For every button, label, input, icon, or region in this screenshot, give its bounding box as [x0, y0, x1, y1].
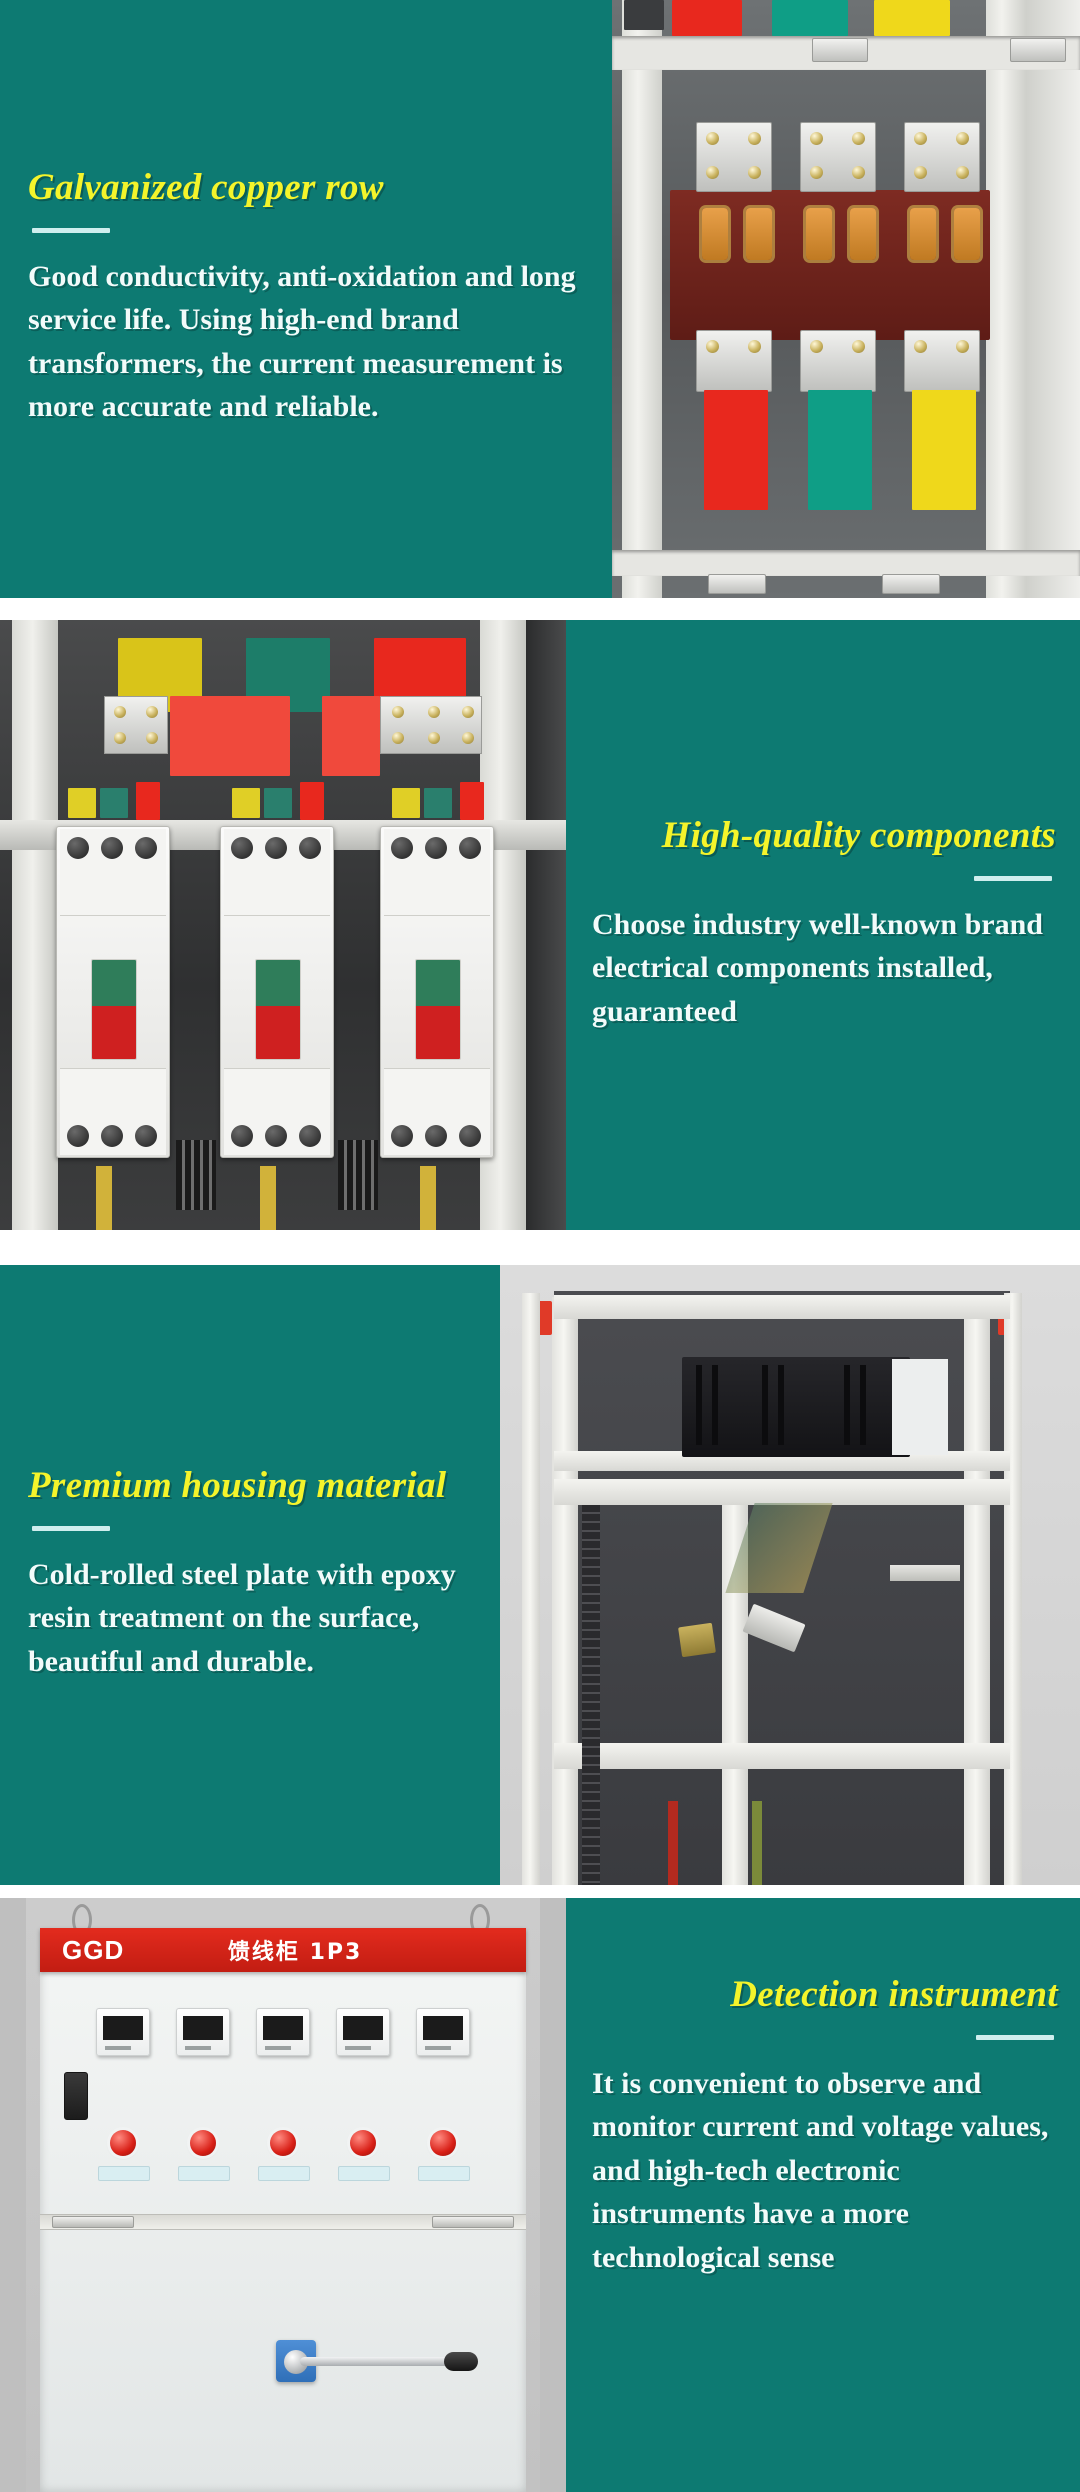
red-corner-cap — [536, 1301, 552, 1335]
breaker-status-window — [414, 959, 462, 1060]
feature-title-1: Galvanized copper row — [28, 167, 384, 209]
feature-panel-high-quality-components: High-quality components Choose industry … — [566, 620, 1080, 1230]
lamp-label-plate — [178, 2166, 230, 2181]
lamp-label-plate — [338, 2166, 390, 2181]
breaker-status-window — [90, 959, 138, 1060]
breaker-status-window — [254, 959, 302, 1060]
feature-panel-galvanized-copper-row: Galvanized copper row Good conductivity,… — [0, 0, 612, 598]
feature-row-4: GGD 馈线柜 1P3 — [0, 1898, 1080, 2492]
digital-meter[interactable] — [96, 2008, 150, 2056]
title-divider-1 — [32, 227, 110, 233]
indicator-lamp — [430, 2130, 456, 2156]
photo-ggd-cabinet-front: GGD 馈线柜 1P3 — [0, 1898, 566, 2492]
door-hinge — [432, 2216, 514, 2228]
photo-busbar-copper-row — [612, 0, 1080, 598]
indicator-lamp — [350, 2130, 376, 2156]
digital-meter[interactable] — [336, 2008, 390, 2056]
title-divider-2 — [974, 875, 1052, 881]
cabinet-nameplate: GGD 馈线柜 1P3 — [40, 1928, 526, 1972]
title-divider-4 — [976, 2034, 1054, 2040]
feature-body-4: It is convenient to observe and monitor … — [592, 2066, 1049, 2274]
toggle-switch[interactable] — [64, 2072, 88, 2120]
feature-title-2: High-quality components — [661, 814, 1056, 856]
photo-cabinet-frame — [500, 1265, 1080, 1885]
title-divider-3 — [32, 1525, 110, 1531]
feature-row-3: Premium housing material Cold-rolled ste… — [0, 1265, 1080, 1885]
cabinet-designation-label: 馈线柜 1P3 — [227, 1940, 363, 1965]
circuit-breaker — [220, 826, 334, 1158]
feature-body-3: Cold-rolled steel plate with epoxy resin… — [28, 1557, 456, 1678]
door-handle-lever[interactable] — [300, 2357, 452, 2366]
door-handle-knob[interactable] — [444, 2352, 478, 2371]
feature-body-2: Choose industry well-known brand electri… — [592, 907, 1043, 1028]
circuit-breaker — [56, 826, 170, 1158]
lamp-label-plate — [418, 2166, 470, 2181]
lamp-label-plate — [258, 2166, 310, 2181]
feature-title-3: Premium housing material — [28, 1464, 447, 1506]
lamp-label-plate — [98, 2166, 150, 2181]
indicator-lamp — [190, 2130, 216, 2156]
feature-row-1: Galvanized copper row Good conductivity,… — [0, 0, 1080, 598]
feature-row-2: High-quality components Choose industry … — [0, 620, 1080, 1230]
photo-circuit-breakers — [0, 620, 566, 1230]
digital-meter[interactable] — [176, 2008, 230, 2056]
indicator-lamp — [110, 2130, 136, 2156]
feature-body-1: Good conductivity, anti-oxidation and lo… — [28, 259, 576, 424]
circuit-breaker — [380, 826, 494, 1158]
brand-label: GGD — [62, 1934, 125, 1965]
feature-panel-detection-instrument: Detection instrument It is convenient to… — [566, 1898, 1080, 2492]
door-hinge — [52, 2216, 134, 2228]
feature-title-4: Detection instrument — [730, 1974, 1058, 2015]
feature-panel-premium-housing-material: Premium housing material Cold-rolled ste… — [0, 1265, 500, 1885]
digital-meter[interactable] — [416, 2008, 470, 2056]
indicator-lamp — [270, 2130, 296, 2156]
digital-meter[interactable] — [256, 2008, 310, 2056]
